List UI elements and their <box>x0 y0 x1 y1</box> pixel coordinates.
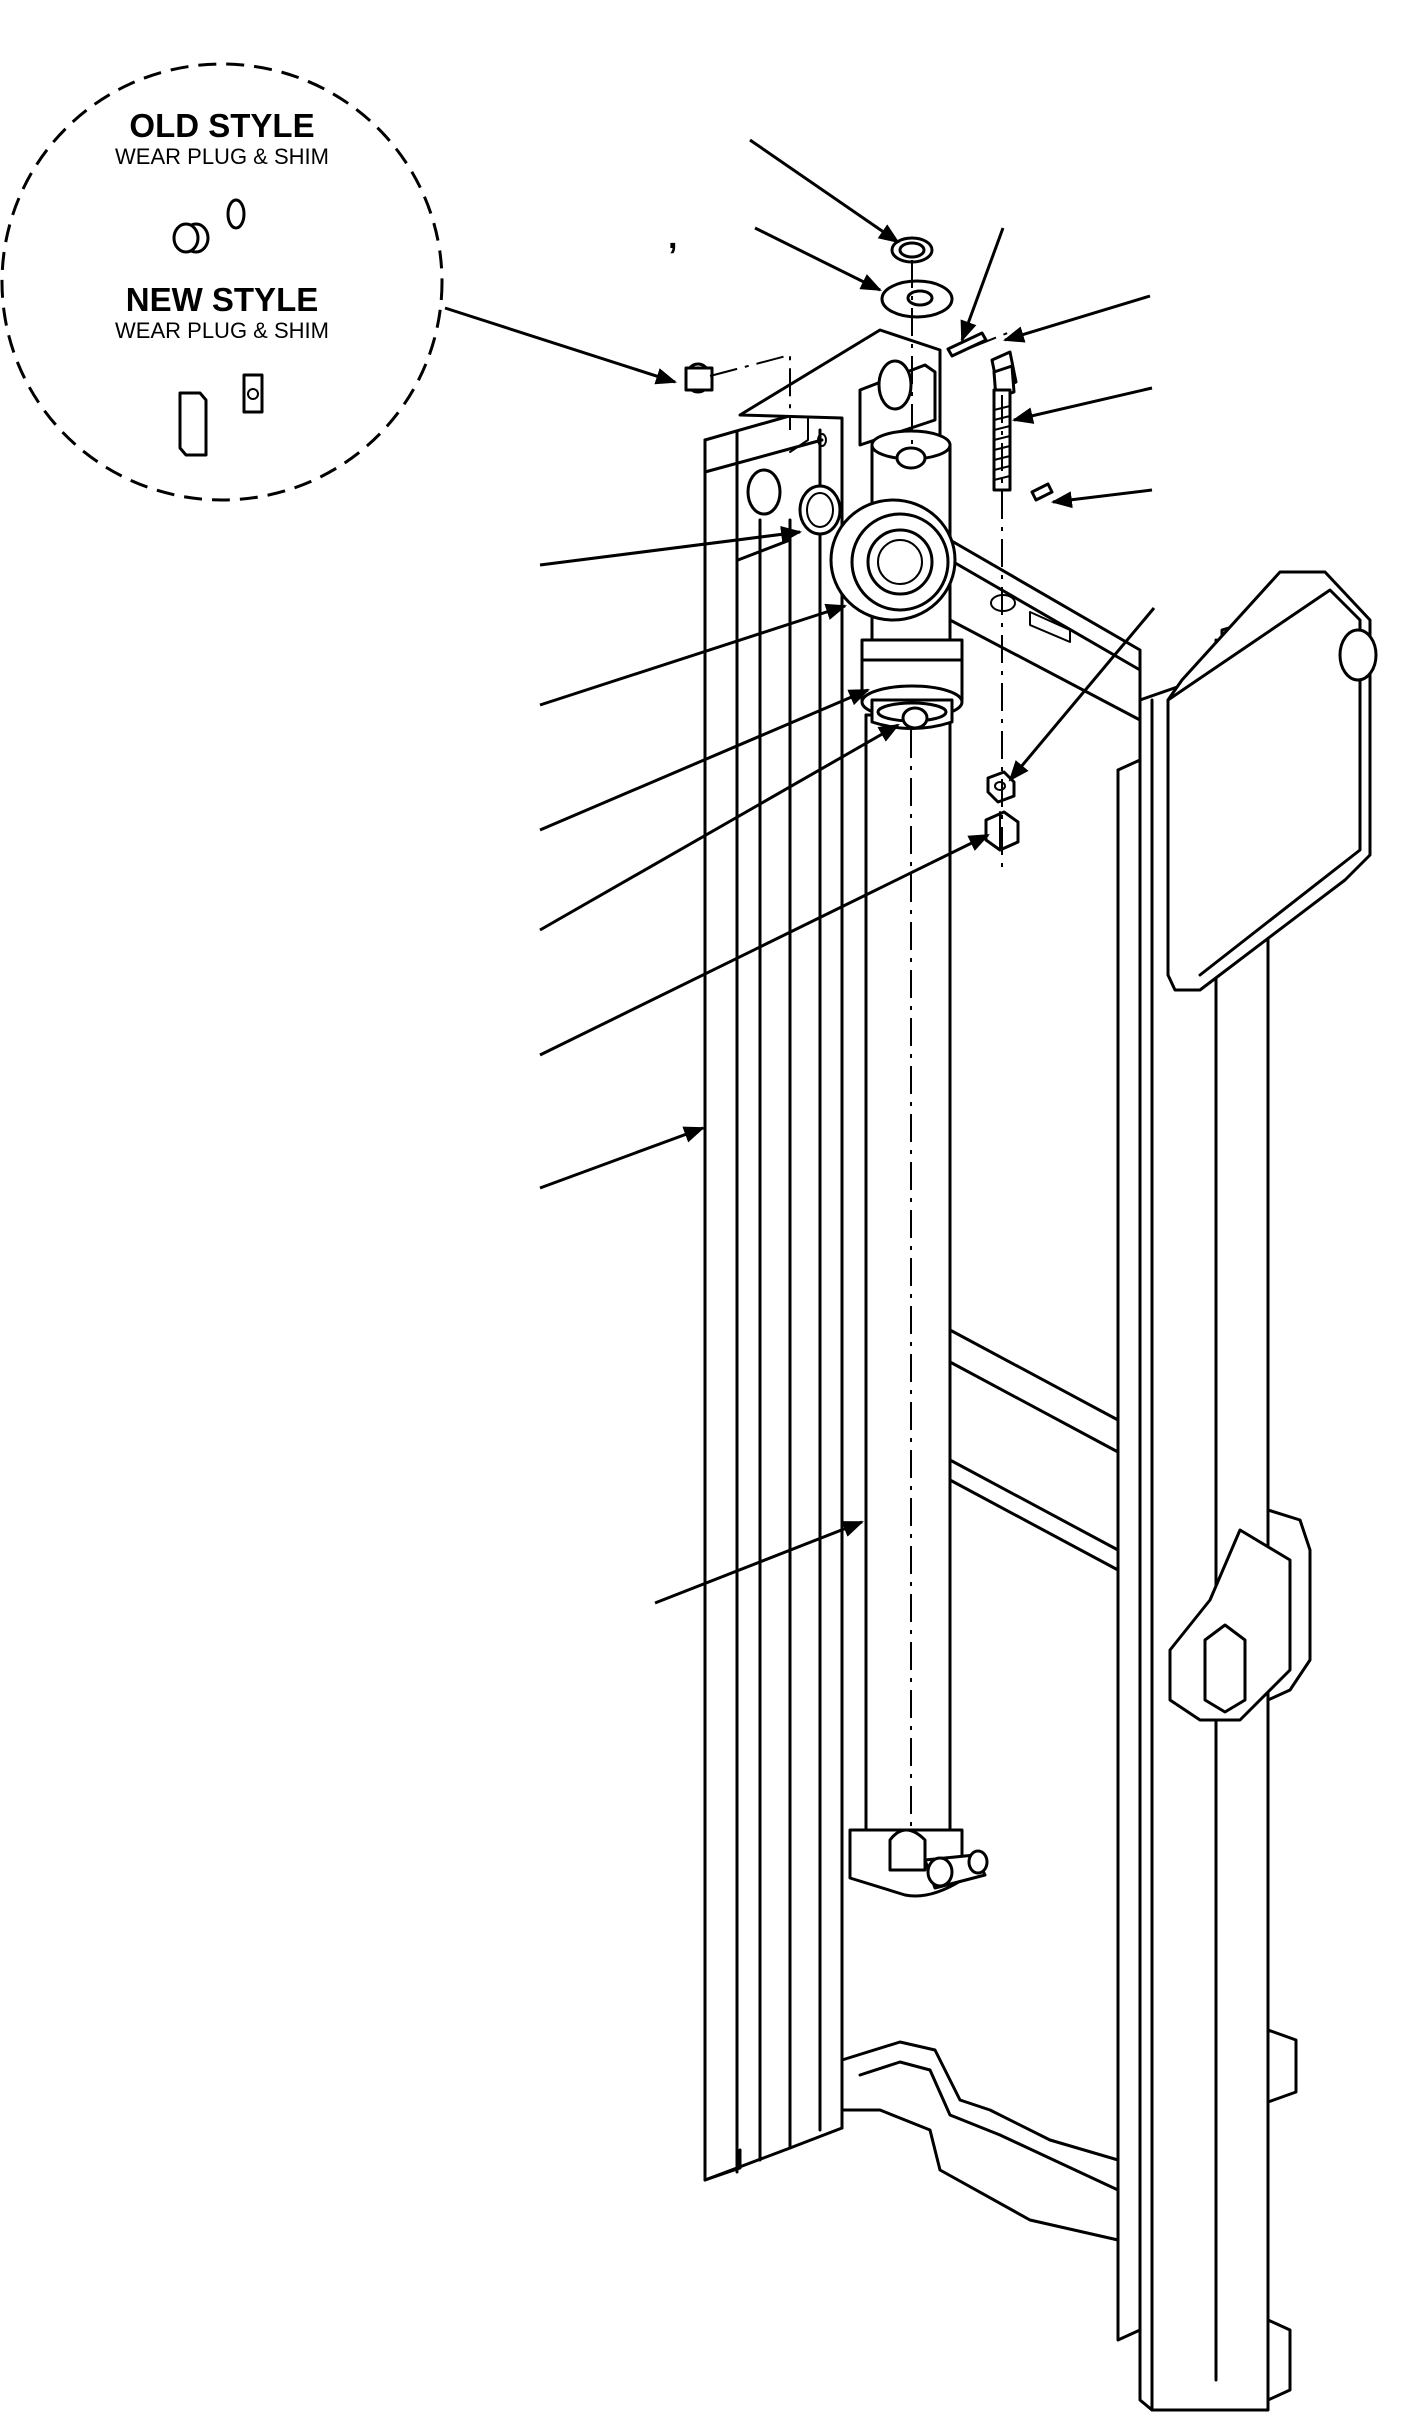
new-style-subtitle: WEAR PLUG & SHIM <box>115 318 329 343</box>
stray-mark: , <box>668 218 678 256</box>
left-mast-channel <box>703 403 844 2182</box>
side-bracket <box>1168 1508 1312 1722</box>
snap-ring <box>890 236 934 264</box>
cylinder-eye <box>829 498 957 622</box>
center-lines <box>709 260 1011 1830</box>
lower-brackets <box>1266 2028 1298 2402</box>
lift-cylinder <box>848 713 989 1898</box>
upper-cross-member <box>948 538 1142 722</box>
detail-leader <box>444 306 677 385</box>
old-style-subtitle: WEAR PLUG & SHIM <box>115 144 329 169</box>
middle-cross-member <box>948 1328 1120 1572</box>
callout-leaders <box>539 138 1156 1605</box>
old-style-label: OLD STYLE WEAR PLUG & SHIM <box>57 108 387 170</box>
wear-plug-icon <box>684 362 714 394</box>
hex-bolt <box>990 350 1018 492</box>
right-mast-channel <box>1116 618 1270 2412</box>
small-screw <box>1030 482 1054 502</box>
new-style-title: NEW STYLE <box>125 281 319 318</box>
detail-circle <box>0 62 444 502</box>
new-style-plug-icon <box>178 373 264 457</box>
right-mounting-plate <box>1166 570 1378 992</box>
flat-washer <box>880 279 954 319</box>
old-style-plug-icon <box>172 198 246 254</box>
new-style-label: NEW STYLE WEAR PLUG & SHIM <box>57 282 387 344</box>
bottom-tie-bar <box>840 2040 1120 2242</box>
old-style-title: OLD STYLE <box>129 107 315 144</box>
channel-bushing <box>746 417 842 536</box>
